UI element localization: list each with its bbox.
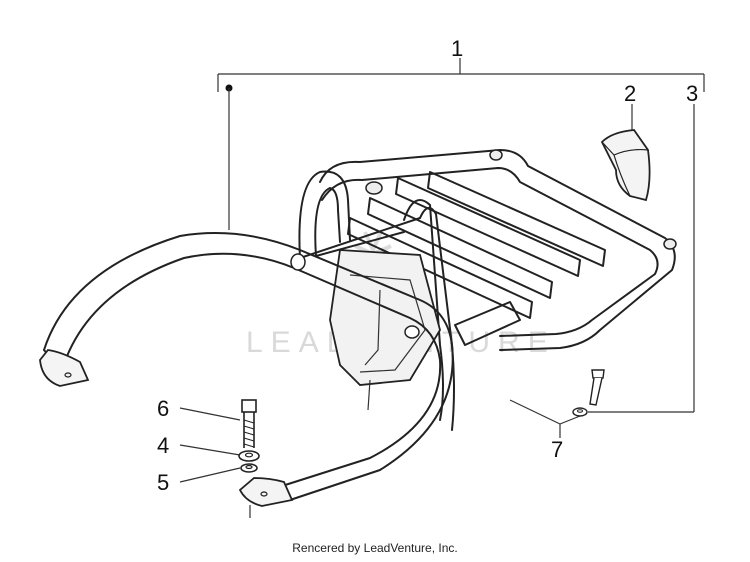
part-2-clip — [600, 129, 651, 202]
part-1-rack — [39, 149, 677, 518]
part-4-washer — [238, 450, 260, 462]
callout-7: 7 — [551, 437, 563, 462]
part-6-bolt — [241, 399, 257, 448]
leader-lines — [179, 58, 705, 483]
part-7-screw — [572, 369, 605, 417]
callout-2: 2 — [624, 81, 636, 106]
callout-6: 6 — [157, 396, 169, 421]
callout-5: 5 — [157, 470, 169, 495]
callout-3: 3 — [686, 81, 698, 106]
part-5-washer — [240, 463, 258, 473]
callout-1: 1 — [451, 36, 463, 61]
render-credit: Rencered by LeadVenture, Inc. — [292, 541, 458, 555]
callout-4: 4 — [157, 433, 169, 458]
